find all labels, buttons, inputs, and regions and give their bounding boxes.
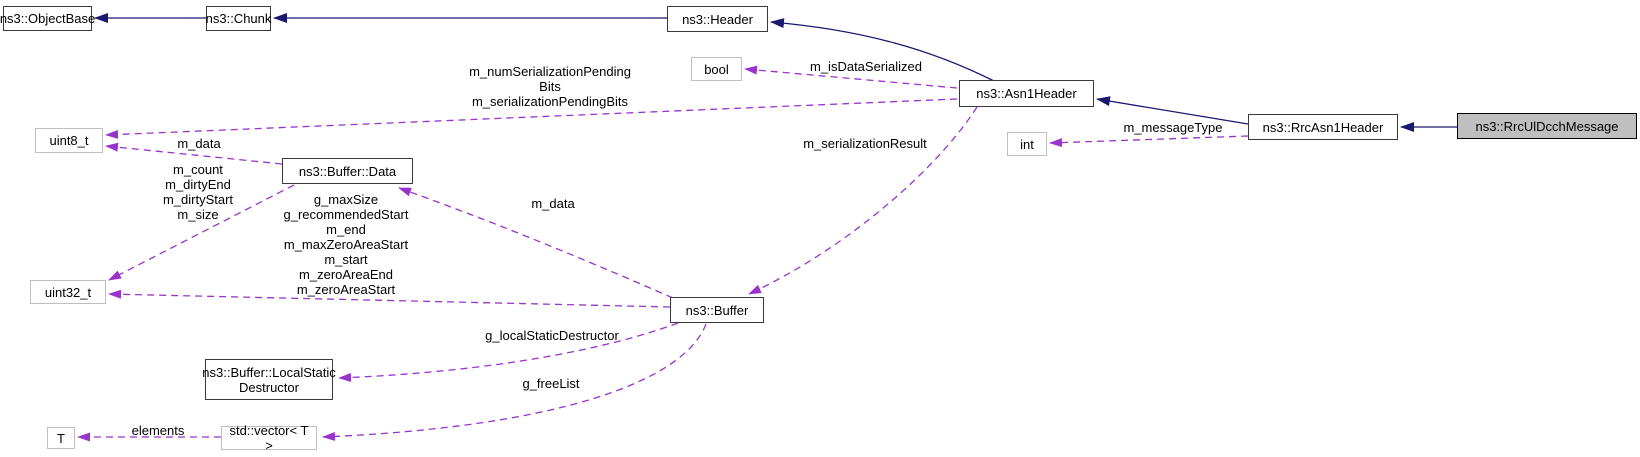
edge-label-bufferdata-uint32-members: m_count m_dirtyEnd m_dirtyStart m_size <box>162 162 234 222</box>
edge-usage-bufferdata-uint32 <box>108 184 295 281</box>
node-ns3-buffer-data[interactable]: ns3::Buffer::Data <box>282 158 413 184</box>
node-ns3-header[interactable]: ns3::Header <box>667 6 768 32</box>
edge-usage-rrcasn1header-int <box>1049 135 1249 148</box>
edge-label-elements: elements <box>131 423 185 438</box>
edge-label-m-data-uint8: m_data <box>177 136 221 151</box>
node-ns3-rrculdcchmessage: ns3::RrcUlDcchMessage <box>1457 113 1637 139</box>
edge-label-m-data-bufferdata: m_data <box>531 196 575 211</box>
edge-usage-buffer-vector <box>322 323 707 441</box>
edge-usage-buffer-bufferdata <box>398 187 674 299</box>
edge-label-serialization-pending-bits: m_numSerializationPending Bits m_seriali… <box>469 64 631 109</box>
edge-usage-buffer-uint32 <box>108 289 671 308</box>
edge-label-buffer-uint32-members: g_maxSize g_recommendedStart m_end m_max… <box>283 192 409 297</box>
edge-label-m-isdataserialized: m_isDataSerialized <box>810 59 922 74</box>
edge-label-m-serializationresult: m_serializationResult <box>803 136 927 151</box>
edge-usage-asn1header-buffer <box>748 106 978 295</box>
edge-label-m-messagetype: m_messageType <box>1123 120 1223 135</box>
node-ns3-chunk[interactable]: ns3::Chunk <box>206 6 271 31</box>
edge-label-g-localstaticdestructor: g_localStaticDestructor <box>485 328 619 343</box>
node-int: int <box>1007 132 1047 156</box>
node-uint8-t: uint8_t <box>35 128 103 153</box>
edge-inherit-rrcasn1header-asn1header <box>1096 96 1249 125</box>
edge-inherit-asn1header-header <box>770 18 995 82</box>
node-ns3-asn1header[interactable]: ns3::Asn1Header <box>959 80 1094 107</box>
node-std-vector-t: std::vector< T > <box>221 423 317 453</box>
node-bool: bool <box>691 57 742 81</box>
node-t: T <box>47 427 75 449</box>
edge-label-g-freelist: g_freeList <box>522 376 580 391</box>
edge-usage-bufferdata-uint8 <box>105 142 283 165</box>
node-ns3-rrcasn1header[interactable]: ns3::RrcAsn1Header <box>1248 114 1398 140</box>
node-ns3-buffer[interactable]: ns3::Buffer <box>670 297 764 323</box>
edge-usage-buffer-localstatic <box>338 322 679 383</box>
node-ns3-buffer-localstaticdestructor[interactable]: ns3::Buffer::LocalStatic Destructor <box>202 359 336 400</box>
node-uint32-t: uint32_t <box>30 280 106 304</box>
node-ns3-objectbase[interactable]: ns3::ObjectBase <box>0 6 95 31</box>
edge-usage-asn1header-uint8 <box>105 98 958 139</box>
